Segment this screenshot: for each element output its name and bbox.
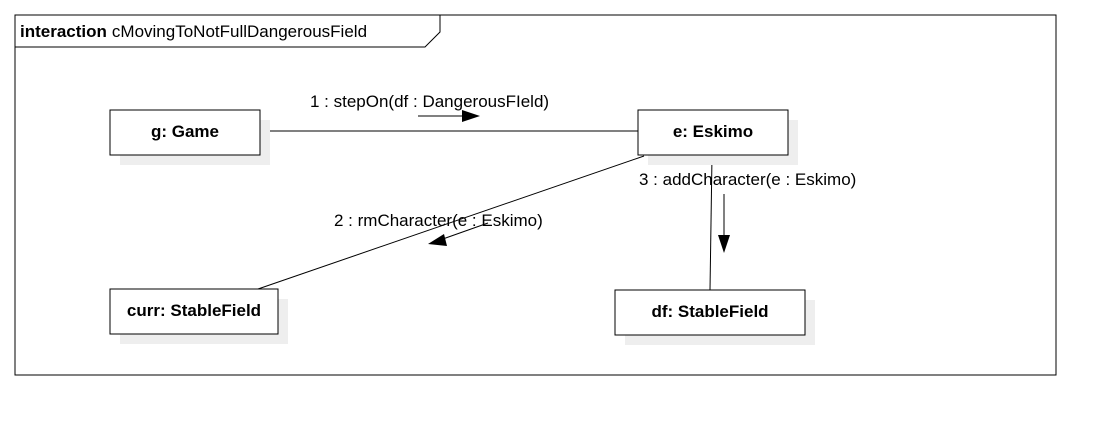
object-df-label: df: StableField (651, 302, 768, 321)
object-curr[interactable]: curr: StableField (109, 288, 288, 344)
message-3-arrowhead (718, 235, 730, 253)
frame-keyword: interaction (20, 22, 107, 41)
object-curr-label: curr: StableField (127, 301, 261, 320)
interaction-frame: interaction cMovingToNotFullDangerousFiel… (14, 14, 1057, 376)
link-eskimo-curr (257, 155, 645, 290)
object-box (109, 109, 261, 156)
object-df[interactable]: df: StableField (614, 289, 815, 345)
message-2-arrowhead (428, 234, 447, 246)
object-box (637, 109, 789, 156)
link-eskimo-df (709, 155, 713, 291)
message-1-arrowhead (462, 110, 480, 122)
frame-label-tab (15, 14, 441, 48)
frame-name: cMovingToNotFullDangerousField (112, 22, 367, 41)
message-3: 3 : addCharacter(e : Eskimo) (639, 170, 856, 253)
frame-title: interaction cMovingToNotFullDangerousFiel… (20, 22, 367, 41)
object-game-label: g: Game (151, 122, 219, 141)
object-box (614, 289, 806, 336)
object-box (109, 288, 279, 335)
object-eskimo-label: e: Eskimo (673, 122, 753, 141)
frame-border (14, 14, 1057, 376)
message-1: 1 : stepOn(df : DangerousFIeld) (310, 92, 549, 122)
message-1-label: 1 : stepOn(df : DangerousFIeld) (310, 92, 549, 111)
message-3-label: 3 : addCharacter(e : Eskimo) (639, 170, 856, 189)
object-eskimo[interactable]: e: Eskimo (637, 109, 798, 165)
object-game[interactable]: g: Game (109, 109, 270, 165)
message-2-label: 2 : rmCharacter(e : Eskimo) (334, 211, 543, 230)
message-2: 2 : rmCharacter(e : Eskimo) (334, 211, 543, 246)
links (257, 130, 713, 291)
message-2-arrow-shaft (439, 222, 489, 241)
